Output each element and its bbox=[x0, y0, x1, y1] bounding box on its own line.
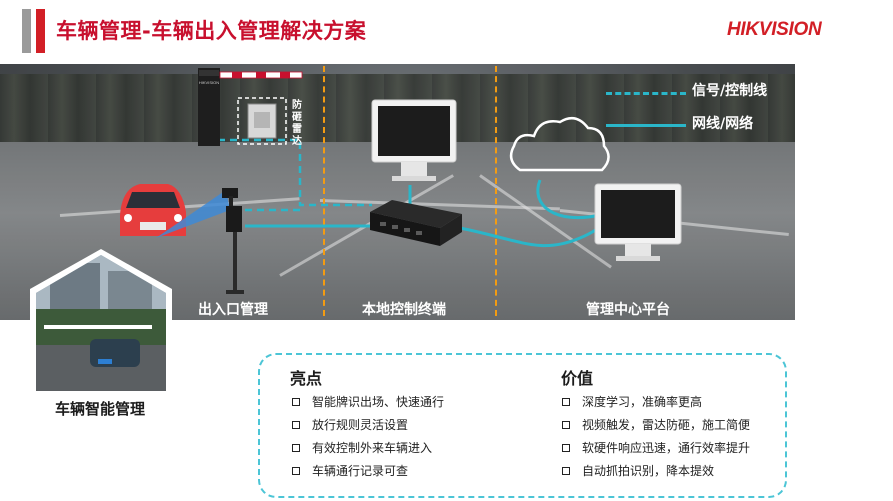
list-item-text: 智能牌识出场、快速通行 bbox=[312, 395, 444, 409]
checkbox-icon bbox=[292, 444, 300, 452]
signal-line bbox=[218, 140, 372, 205]
list-item: 软硬件响应迅速，通行效率提升 bbox=[562, 440, 750, 463]
network-line bbox=[538, 180, 600, 218]
local-monitor-icon bbox=[372, 100, 456, 181]
zone-label-local: 本地控制终端 bbox=[362, 299, 446, 319]
checkbox-icon bbox=[562, 421, 570, 429]
thumbnail-caption: 车辆智能管理 bbox=[55, 398, 145, 419]
gate-arm bbox=[44, 325, 152, 329]
list-item-text: 车辆通行记录可查 bbox=[312, 464, 408, 478]
value-list: 深度学习，准确率更高 视频触发，雷达防砸，施工简便 软硬件响应迅速，通行效率提升… bbox=[562, 394, 750, 486]
radar-device bbox=[238, 98, 286, 144]
list-item: 车辆通行记录可查 bbox=[292, 463, 444, 486]
list-item-text: 视频触发，雷达防砸，施工简便 bbox=[582, 418, 750, 432]
list-item-text: 软硬件响应迅速，通行效率提升 bbox=[582, 441, 750, 455]
list-item-text: 自动抓拍识别，降本提效 bbox=[582, 464, 714, 478]
legend-signal-label: 信号/控制线 bbox=[692, 80, 767, 100]
list-item: 深度学习，准确率更高 bbox=[562, 394, 750, 417]
checkbox-icon bbox=[562, 398, 570, 406]
radar-label: 防砸雷达 bbox=[292, 100, 304, 148]
list-item: 有效控制外来车辆进入 bbox=[292, 440, 444, 463]
checkbox-icon bbox=[292, 398, 300, 406]
local-control-terminal bbox=[370, 200, 462, 246]
zone-label-entrance: 出入口管理 bbox=[198, 299, 268, 319]
checkbox-icon bbox=[562, 467, 570, 475]
list-item: 自动抓拍识别，降本提效 bbox=[562, 463, 750, 486]
value-title: 价值 bbox=[561, 365, 593, 389]
highlights-list: 智能牌识出场、快速通行 放行规则灵活设置 有效控制外来车辆进入 车辆通行记录可查 bbox=[292, 394, 444, 486]
network-line bbox=[245, 215, 372, 226]
checkbox-icon bbox=[562, 444, 570, 452]
smart-vehicle-thumbnail bbox=[30, 249, 172, 397]
list-item: 智能牌识出场、快速通行 bbox=[292, 394, 444, 417]
list-item-text: 深度学习，准确率更高 bbox=[582, 395, 702, 409]
list-item-text: 放行规则灵活设置 bbox=[312, 418, 408, 432]
highlights-title: 亮点 bbox=[290, 365, 322, 389]
checkbox-icon bbox=[292, 421, 300, 429]
legend-network-label: 网线/网络 bbox=[692, 113, 753, 133]
legend-solid-line bbox=[606, 124, 686, 127]
cloud-icon bbox=[511, 118, 608, 170]
zone-label-center: 管理中心平台 bbox=[586, 299, 670, 319]
list-item-text: 有效控制外来车辆进入 bbox=[312, 441, 432, 455]
legend-dashed-line bbox=[606, 92, 686, 95]
checkbox-icon bbox=[292, 467, 300, 475]
list-item: 视频触发，雷达防砸，施工简便 bbox=[562, 417, 750, 440]
car-photo bbox=[90, 339, 140, 367]
list-item: 放行规则灵活设置 bbox=[292, 417, 444, 440]
center-monitor-icon bbox=[595, 184, 681, 261]
barrier-brand: HIKVISION bbox=[199, 80, 219, 85]
